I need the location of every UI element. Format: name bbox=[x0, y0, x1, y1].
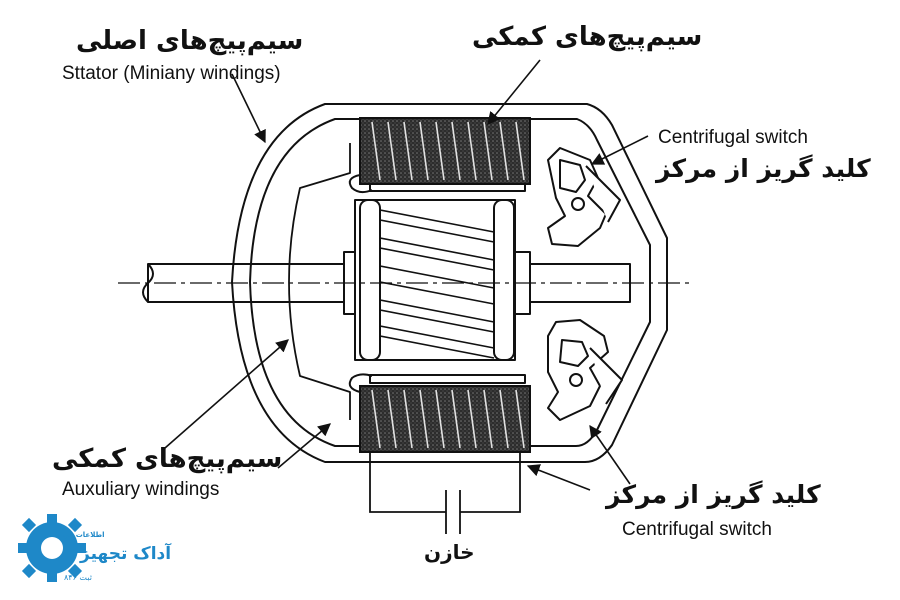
rotor-end-right bbox=[493, 199, 515, 361]
label-main-windings-en: Sttator (Miniany windings) bbox=[62, 63, 281, 84]
winding-loop-bottom bbox=[348, 373, 373, 393]
logo-name: آداک تجهیز bbox=[80, 544, 172, 564]
logo-small-text: اطلاعات مهر bbox=[60, 531, 105, 539]
gear-hole-icon bbox=[41, 537, 63, 559]
label-aux-windings-top-fa: سیم‌پیچ‌های کمکی bbox=[472, 22, 703, 52]
arrow-capacitor bbox=[526, 464, 591, 491]
arrow-aux-bottom-1 bbox=[164, 339, 289, 449]
label-centrifugal-bottom-en: Centrifugal switch bbox=[622, 519, 772, 540]
label-aux-windings-bottom-fa: سیم‌پیچ‌های کمکی bbox=[52, 444, 283, 474]
coil-windings bbox=[371, 121, 525, 449]
centrifugal-switch-top bbox=[547, 147, 621, 247]
label-centrifugal-top-fa: کلید گریز از مرکز bbox=[656, 154, 871, 183]
arrow-centrifugal-bottom bbox=[589, 424, 631, 485]
inner-housing bbox=[249, 118, 651, 447]
rotor-bars bbox=[379, 209, 495, 359]
label-centrifugal-bottom-fa: کلید گریز از مرکز bbox=[606, 480, 821, 509]
arrow-centrifugal-top bbox=[590, 135, 649, 165]
rotor-end-left bbox=[359, 199, 381, 361]
stator-bar-bottom bbox=[369, 374, 526, 384]
label-main-windings-fa: سیم‌پیچ‌های اصلی bbox=[76, 26, 304, 56]
label-capacitor-fa: خازن bbox=[424, 540, 475, 564]
arrow-main-windings bbox=[231, 73, 266, 144]
logo-number: ثبت ۸۴۶ bbox=[64, 573, 92, 582]
label-centrifugal-top-en: Centrifugal switch bbox=[658, 127, 808, 148]
arrow-aux-bottom-2 bbox=[277, 423, 331, 469]
centrifugal-switch-bottom bbox=[547, 319, 623, 421]
capacitor-circuit bbox=[369, 452, 521, 534]
leader-arrows bbox=[164, 59, 649, 491]
label-aux-windings-bottom-en: Auxuliary windings bbox=[62, 479, 220, 500]
arrow-aux-top bbox=[487, 59, 541, 125]
company-logo bbox=[18, 514, 86, 582]
stator-core bbox=[288, 143, 351, 420]
rotor-body bbox=[354, 199, 516, 361]
outer-housing bbox=[231, 103, 668, 463]
winding-loop-top bbox=[348, 174, 373, 194]
